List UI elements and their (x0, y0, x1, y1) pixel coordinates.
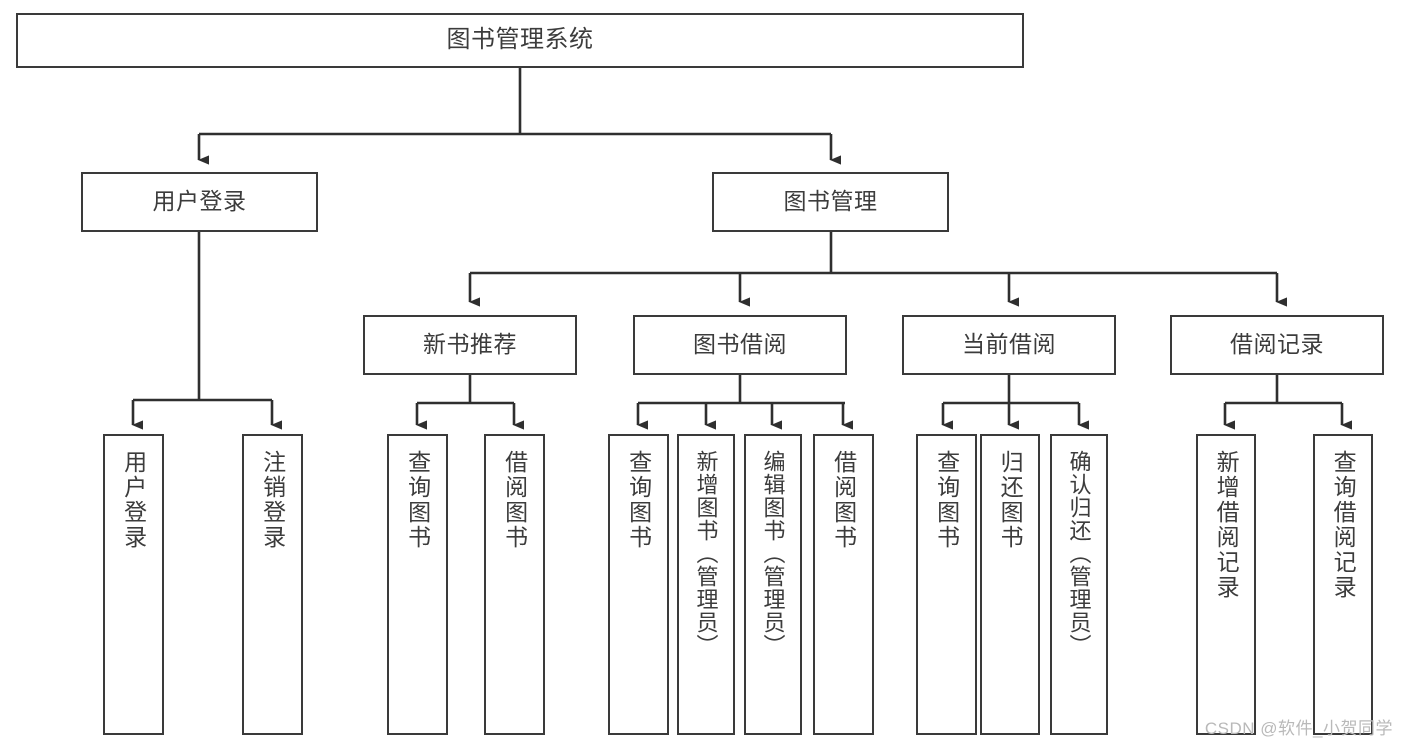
csdn-watermark: CSDN @软件_小贺同学 (1204, 719, 1393, 738)
node-label: 借阅图书 (501, 450, 528, 550)
node-label: 查询图书 (625, 450, 652, 550)
leaf-record-add-record[interactable]: 新增借阅记录 (1196, 434, 1256, 735)
node-label: 归还图书 (997, 450, 1024, 550)
node-root-system[interactable]: 图书管理系统 (16, 13, 1024, 68)
node-label: 用户登录 (152, 188, 247, 215)
leaf-borrow-query-book[interactable]: 查询图书 (608, 434, 669, 735)
leaf-current-query-book[interactable]: 查询图书 (916, 434, 977, 735)
node-label: 查询图书 (933, 450, 960, 550)
node-label: 确认归还（管理员） (1066, 450, 1092, 657)
node-label: 图书管理 (783, 188, 878, 215)
node-label: 新增图书（管理员） (693, 450, 719, 657)
leaf-borrow-edit-book-admin[interactable]: 编辑图书（管理员） (744, 434, 802, 735)
leaf-current-confirm-return-admin[interactable]: 确认归还（管理员） (1050, 434, 1108, 735)
leaf-user-login-signin[interactable]: 用户登录 (103, 434, 164, 735)
node-book-management[interactable]: 图书管理 (712, 172, 949, 232)
node-label: 查询图书 (404, 450, 431, 550)
node-current-borrow[interactable]: 当前借阅 (902, 315, 1116, 375)
node-label: 新增借阅记录 (1213, 450, 1240, 600)
node-label: 图书管理系统 (446, 26, 594, 54)
leaf-record-query-record[interactable]: 查询借阅记录 (1313, 434, 1373, 735)
leaf-current-return-book[interactable]: 归还图书 (980, 434, 1040, 735)
node-label: 用户登录 (120, 450, 147, 550)
node-label: 借阅图书 (830, 450, 857, 550)
leaf-new-book-query[interactable]: 查询图书 (387, 434, 448, 735)
node-label: 新书推荐 (423, 331, 517, 358)
leaf-user-login-signout[interactable]: 注销登录 (242, 434, 303, 735)
node-book-borrow[interactable]: 图书借阅 (633, 315, 847, 375)
node-label: 编辑图书（管理员） (760, 450, 786, 657)
leaf-new-book-borrow[interactable]: 借阅图书 (484, 434, 545, 735)
node-label: 借阅记录 (1230, 331, 1324, 358)
leaf-borrow-add-book-admin[interactable]: 新增图书（管理员） (677, 434, 735, 735)
node-label: 注销登录 (259, 450, 286, 550)
node-borrow-record[interactable]: 借阅记录 (1170, 315, 1384, 375)
node-user-login[interactable]: 用户登录 (81, 172, 318, 232)
leaf-borrow-borrow-book[interactable]: 借阅图书 (813, 434, 874, 735)
node-label: 图书借阅 (693, 331, 787, 358)
node-label: 查询借阅记录 (1330, 450, 1357, 600)
node-label: 当前借阅 (962, 331, 1056, 358)
node-new-book-recommend[interactable]: 新书推荐 (363, 315, 577, 375)
